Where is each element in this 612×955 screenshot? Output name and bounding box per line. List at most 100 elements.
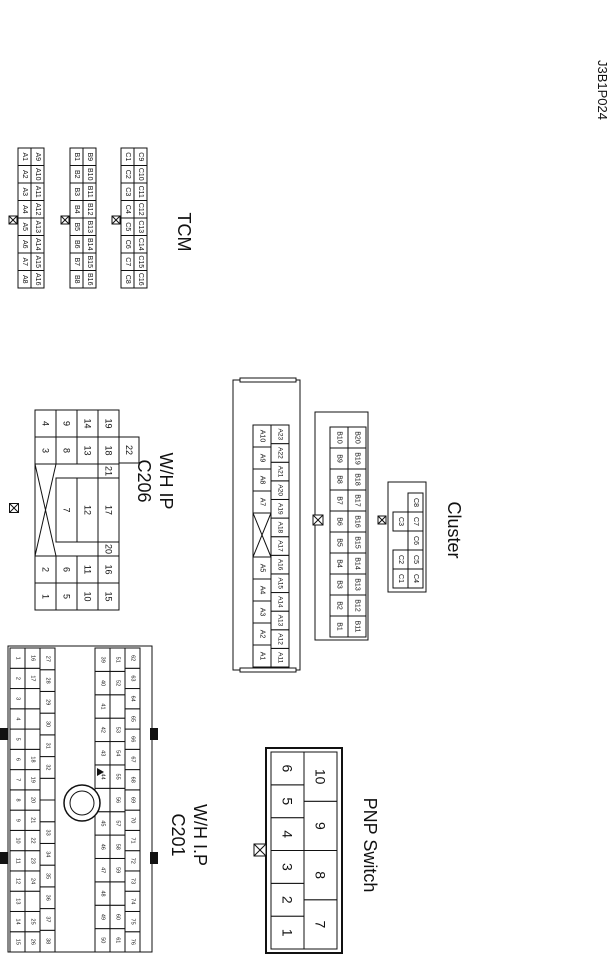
svg-text:37: 37 [45,916,51,922]
cluster-title: Cluster [444,501,464,558]
svg-text:2: 2 [41,567,51,572]
c201-pin: 68 [124,769,141,791]
svg-text:A1: A1 [21,152,28,161]
svg-text:A23: A23 [277,429,284,441]
svg-text:C13: C13 [137,220,144,233]
tcm-a-pin: A14 [30,235,45,254]
reference-code: J3B1P024 [595,60,610,120]
tcm-c-pin: C15 [133,252,148,271]
c206-pin: 18 [97,436,120,465]
c201-subtitle: W/H I.P [190,804,210,866]
cluster-a-pin: A3 [252,600,272,624]
svg-text:54: 54 [115,750,121,756]
tcm-b-pin: B11 [82,182,97,201]
c201-pin: 28 [39,669,56,692]
svg-text:70: 70 [130,817,136,823]
svg-text:7: 7 [15,778,21,781]
cluster-b-pin: B13 [347,573,367,596]
tcm-c-pin: C10 [133,165,148,184]
c201-pin: 21 [24,809,41,831]
svg-text:C16: C16 [137,273,144,286]
svg-text:57: 57 [115,820,121,826]
c201-pin: 7 [9,769,26,791]
svg-text:45: 45 [100,820,106,826]
tcm-b-pin: B1 [69,147,84,166]
tcm-title: TCM [174,213,194,252]
svg-text:10: 10 [83,591,93,601]
c206-pin: 21 [97,463,120,479]
svg-text:B7: B7 [336,496,343,505]
c201-pin: 65 [124,708,141,730]
c201-pin: 43 [94,741,111,766]
c206-pin: 22 [118,436,140,464]
svg-text:62: 62 [130,655,136,661]
c206-pin: 3 [34,436,57,465]
c206-pin: 7 [55,477,78,543]
tcm-b-pin: B15 [82,252,97,271]
c201-pin: 45 [94,811,111,836]
tcm-c-pin: C14 [133,235,148,254]
cluster-a-pin: A23 [270,424,290,445]
svg-text:A4: A4 [259,586,266,595]
c201-pin: 1 [9,647,26,669]
svg-text:A2: A2 [259,630,266,639]
svg-text:A19: A19 [277,503,284,515]
tcm-b-pin: B12 [82,200,97,219]
c201-pin [39,777,56,801]
c201-pin: 23 [24,850,41,872]
c201-pin: 63 [124,667,141,690]
c201-pin: 58 [109,834,126,859]
svg-text:C11: C11 [137,186,144,198]
tcm-a-pin: A2 [17,165,32,184]
svg-text:B14: B14 [354,557,361,570]
svg-text:A8: A8 [259,476,266,485]
c206-pin: 14 [76,409,99,438]
svg-text:A14: A14 [277,596,284,608]
svg-text:75: 75 [130,919,136,925]
svg-text:26: 26 [30,939,36,945]
c201-pin: 41 [94,694,111,719]
tcm-a-pin: A9 [30,147,45,166]
c201-pin: 61 [109,928,126,953]
tcm-c-pin: C16 [133,270,148,289]
c201-pin: 16 [24,647,41,669]
svg-text:B12: B12 [86,203,93,216]
tcm-a-pin: A4 [17,200,32,219]
cluster-c-pin: C1 [392,568,409,589]
tcm-c-pin: C2 [120,165,135,184]
clip-icon [150,852,158,864]
svg-text:30: 30 [45,721,51,727]
svg-text:6: 6 [62,567,72,572]
clip-icon [150,728,158,740]
cluster-b-pin: B19 [347,447,367,470]
c201-pin: 66 [124,728,141,750]
svg-text:12: 12 [83,505,93,515]
svg-text:11: 11 [15,858,21,864]
svg-text:A11: A11 [277,652,284,663]
c201-pin: 69 [124,789,141,811]
svg-text:B16: B16 [354,515,361,528]
svg-text:31: 31 [45,743,51,749]
svg-text:B20: B20 [354,431,361,444]
c201-pin: 33 [39,821,56,844]
svg-text:A12: A12 [277,633,284,645]
cluster-c-pin: C7 [407,511,424,532]
c201-pin: 40 [94,670,111,696]
cluster-a-pin: A2 [252,622,272,646]
cluster-b-pin: B11 [347,615,367,638]
c201-pin: 30 [39,712,56,736]
tcm-c-pin: C9 [133,147,148,166]
svg-text:2: 2 [280,896,296,904]
cluster-connector: A1A2A3A4A5A6A7A8A9A10A11A12A13A14A15A16A… [232,377,464,673]
c201-pin [109,694,126,719]
c201-pin: 31 [39,734,56,758]
pnp-pin: 6 [270,751,305,786]
cluster-a-pin: A7 [252,490,272,514]
c201-pin: 29 [39,690,56,714]
svg-text:C14: C14 [137,238,144,251]
c201-pin: 51 [109,647,126,672]
svg-text:B5: B5 [336,538,343,547]
svg-text:A16: A16 [34,273,41,286]
svg-text:C3: C3 [124,187,131,196]
svg-text:34: 34 [45,851,51,857]
